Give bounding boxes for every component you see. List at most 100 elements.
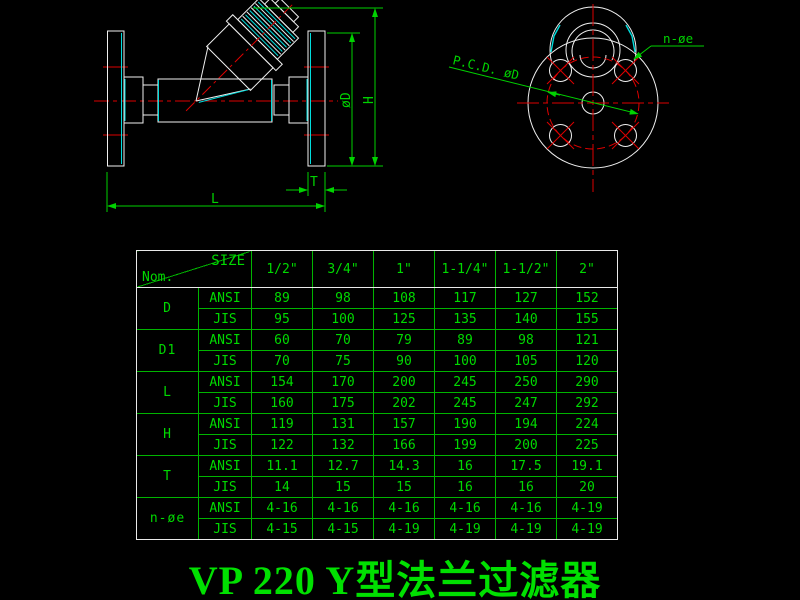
table-cell: 89 [434, 329, 496, 351]
table-cell: 105 [495, 350, 557, 372]
std-label: JIS [198, 350, 252, 372]
table-cell: 12.7 [312, 455, 374, 477]
table-cell: 16 [495, 476, 557, 498]
table-cell: 175 [312, 392, 374, 414]
side-dimension-labels: øD H L T [211, 92, 377, 207]
table-cell: 125 [373, 308, 435, 330]
arc-cyan-accents [550, 24, 636, 53]
table-cell: 127 [495, 287, 557, 309]
table-cell: 132 [312, 434, 374, 456]
table-cell: 90 [373, 350, 435, 372]
std-label: JIS [198, 518, 252, 540]
table-cell: 250 [495, 371, 557, 393]
table-cell: 121 [556, 329, 618, 351]
table-cell: 98 [312, 287, 374, 309]
table-cell: 16 [434, 455, 496, 477]
table-cell: 155 [556, 308, 618, 330]
bolt-hole-marks [546, 56, 640, 150]
strainer-body-outline [107, 30, 326, 167]
table-cell: 98 [495, 329, 557, 351]
table-cell: 140 [495, 308, 557, 330]
table-cell: 4-19 [373, 518, 435, 540]
table-cell: 160 [251, 392, 313, 414]
std-label: JIS [198, 434, 252, 456]
table-cell: 108 [373, 287, 435, 309]
table-cell: 4-16 [434, 497, 496, 519]
table-cell: 157 [373, 413, 435, 435]
std-label: ANSI [198, 497, 252, 519]
table-cell: 247 [495, 392, 557, 414]
table-cell: 199 [434, 434, 496, 456]
branch-centerline [185, 1, 296, 112]
table-cell: 224 [556, 413, 618, 435]
table-cell: 89 [251, 287, 313, 309]
table-cell: 122 [251, 434, 313, 456]
table-cell: 100 [312, 308, 374, 330]
table-cell: 19.1 [556, 455, 618, 477]
table-cell: 4-19 [556, 497, 618, 519]
table-cell: 194 [495, 413, 557, 435]
table-cell: 4-16 [373, 497, 435, 519]
table-cell: 4-19 [434, 518, 496, 540]
table-cell: 135 [434, 308, 496, 330]
table-cell: 14 [251, 476, 313, 498]
n-holes-label: n-øe [663, 31, 693, 46]
table-cell: 15 [312, 476, 374, 498]
size-col-header: 2" [556, 250, 618, 288]
std-label: JIS [198, 392, 252, 414]
table-cell: 117 [434, 287, 496, 309]
table-cell: 292 [556, 392, 618, 414]
table-cell: 70 [251, 350, 313, 372]
std-label: JIS [198, 308, 252, 330]
table-cell: 190 [434, 413, 496, 435]
table-cell: 20 [556, 476, 618, 498]
table-cell: 4-15 [312, 518, 374, 540]
nom-label: D1 [136, 329, 199, 372]
table-cell: 17.5 [495, 455, 557, 477]
nom-label: n-øe [136, 497, 199, 540]
pcd-label: P.C.D. øD [451, 52, 520, 82]
table-cell: 200 [495, 434, 557, 456]
std-label: ANSI [198, 287, 252, 309]
table-cell: 4-19 [495, 518, 557, 540]
table-cell: 119 [251, 413, 313, 435]
table-cell: 4-16 [312, 497, 374, 519]
bolt-holes [549, 59, 637, 147]
nom-label: L [136, 371, 199, 414]
size-col-header: 1/2" [251, 250, 313, 288]
side-dimensions [106, 7, 383, 212]
h-label: H [362, 96, 377, 104]
table-cell: 4-16 [251, 497, 313, 519]
nom-label: T [136, 455, 199, 498]
strainer-drawing: øD H L T [94, 0, 704, 212]
table-cell: 14.3 [373, 455, 435, 477]
table-cell: 154 [251, 371, 313, 393]
y-branch [185, 0, 300, 112]
table-cell: 11.1 [251, 455, 313, 477]
table-cell: 95 [251, 308, 313, 330]
front-centerlines [517, 4, 669, 192]
std-label: ANSI [198, 371, 252, 393]
table-cell: 4-19 [556, 518, 618, 540]
table-cell: 4-15 [251, 518, 313, 540]
table-cell: 152 [556, 287, 618, 309]
front-annotations [448, 45, 704, 115]
dia-d-label: øD [339, 92, 354, 108]
table-cell: 245 [434, 392, 496, 414]
table-cell: 75 [312, 350, 374, 372]
std-label: ANSI [198, 329, 252, 351]
table-cell: 245 [434, 371, 496, 393]
size-col-header: 1-1/2" [495, 250, 557, 288]
